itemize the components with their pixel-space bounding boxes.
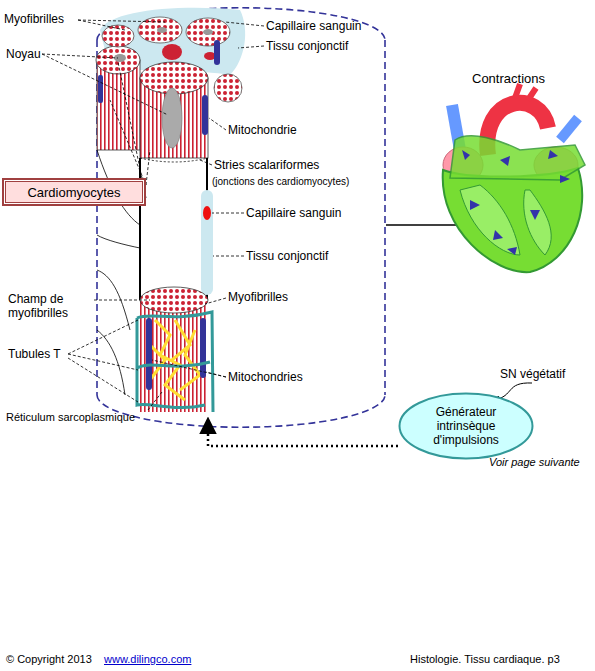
part-label: Réticulum sarcoplasmique [6, 410, 135, 424]
leader-lines [42, 20, 264, 410]
part-label: Contractions [472, 72, 545, 86]
part-label: Tissu conjonctif [266, 39, 348, 53]
part-label: Capillaire sanguin [246, 206, 341, 220]
part-label: SN végétatif [500, 367, 565, 381]
impulse-generator: Générateur intrinsèque d'impulsions [398, 392, 534, 460]
part-label: © Copyright 2013 [6, 652, 92, 666]
part-label: (jonctions des cardiomyocytes) [212, 175, 349, 189]
part-label: www.dilingco.com [104, 652, 191, 666]
node-text: Générateur intrinsèque d'impulsions [418, 405, 514, 447]
ellipse-shape [400, 394, 533, 459]
fibre-section [137, 287, 213, 412]
cell-type-box: Cardiomyocytes [2, 178, 146, 206]
fibre-bundle [96, 8, 245, 162]
node-text: Cardiomyocytes [27, 185, 120, 200]
part-label: Mitochondries [228, 370, 303, 384]
part-label: Tubules T [8, 347, 61, 361]
part-label: Capillaire sanguin [266, 19, 361, 33]
part-label: Mitochondrie [228, 123, 297, 137]
part-label: Histologie. Tissu cardiaque. p3 [410, 652, 560, 666]
signal-arrows [208, 383, 532, 446]
part-label: Myofibrilles [228, 290, 288, 304]
heart-illustration [443, 84, 585, 272]
part-label: Noyau [6, 47, 41, 61]
part-label: Voir page suivante [489, 455, 580, 469]
enlargement-cylinder [97, 8, 385, 427]
part-label: Tissu conjonctif [246, 249, 328, 263]
part-label: Champ de myofibrilles [8, 292, 96, 320]
part-label: Stries scalariformes [214, 158, 319, 172]
part-label: Myofibrilles [4, 12, 64, 26]
